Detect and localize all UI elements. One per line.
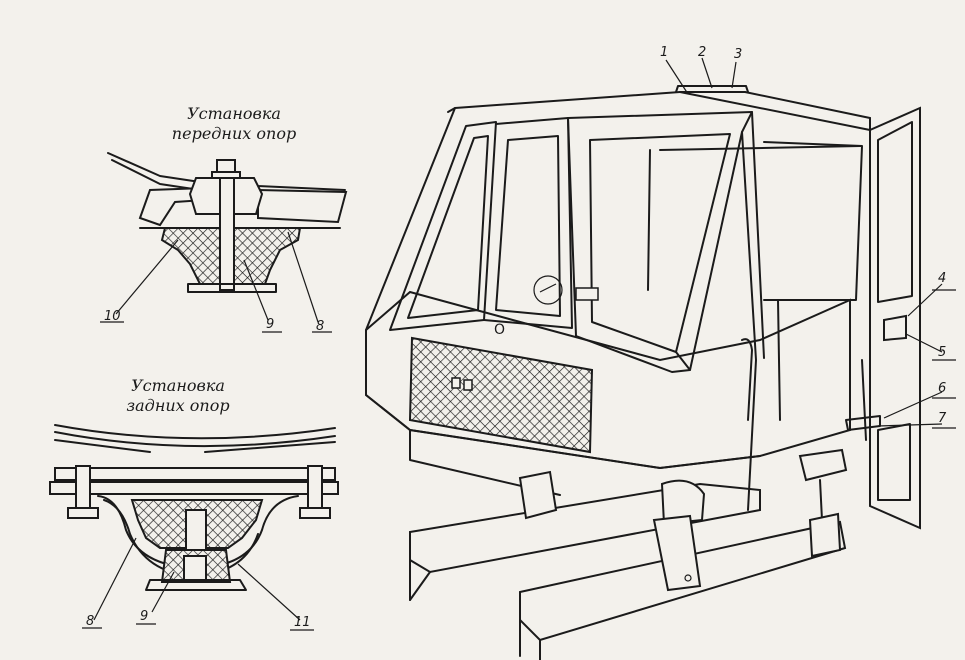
callout-cab-4: 4 bbox=[938, 271, 946, 286]
callout-cab-3: 3 bbox=[734, 47, 742, 62]
callout-front-9: 9 bbox=[266, 317, 274, 332]
cab-illustration: O 1 2 3 4 bbox=[365, 45, 956, 660]
callout-rear-8: 8 bbox=[86, 614, 94, 629]
rear-mounts-caption-line1: Установка bbox=[131, 376, 225, 395]
callout-cab-6: 6 bbox=[938, 381, 946, 396]
callout-cab-5: 5 bbox=[938, 345, 946, 360]
callout-cab-1: 1 bbox=[660, 45, 668, 60]
front-mounts-caption-line1: Установка bbox=[187, 104, 281, 123]
front-mount-detail: 10 9 8 bbox=[100, 152, 348, 334]
emblem-icon: O bbox=[494, 322, 505, 338]
callout-cab-2: 2 bbox=[698, 45, 706, 60]
rear-mount-detail: 8 9 11 bbox=[49, 424, 339, 631]
callout-cab-7: 7 bbox=[938, 411, 947, 426]
rear-mounts-caption-line2: задних опор bbox=[126, 396, 229, 415]
callout-front-10: 10 bbox=[104, 309, 121, 324]
front-mounts-caption-line2: передних опор bbox=[172, 124, 296, 143]
callout-rear-9: 9 bbox=[140, 609, 148, 624]
callout-rear-11: 11 bbox=[294, 615, 311, 630]
callout-front-8: 8 bbox=[316, 319, 324, 334]
